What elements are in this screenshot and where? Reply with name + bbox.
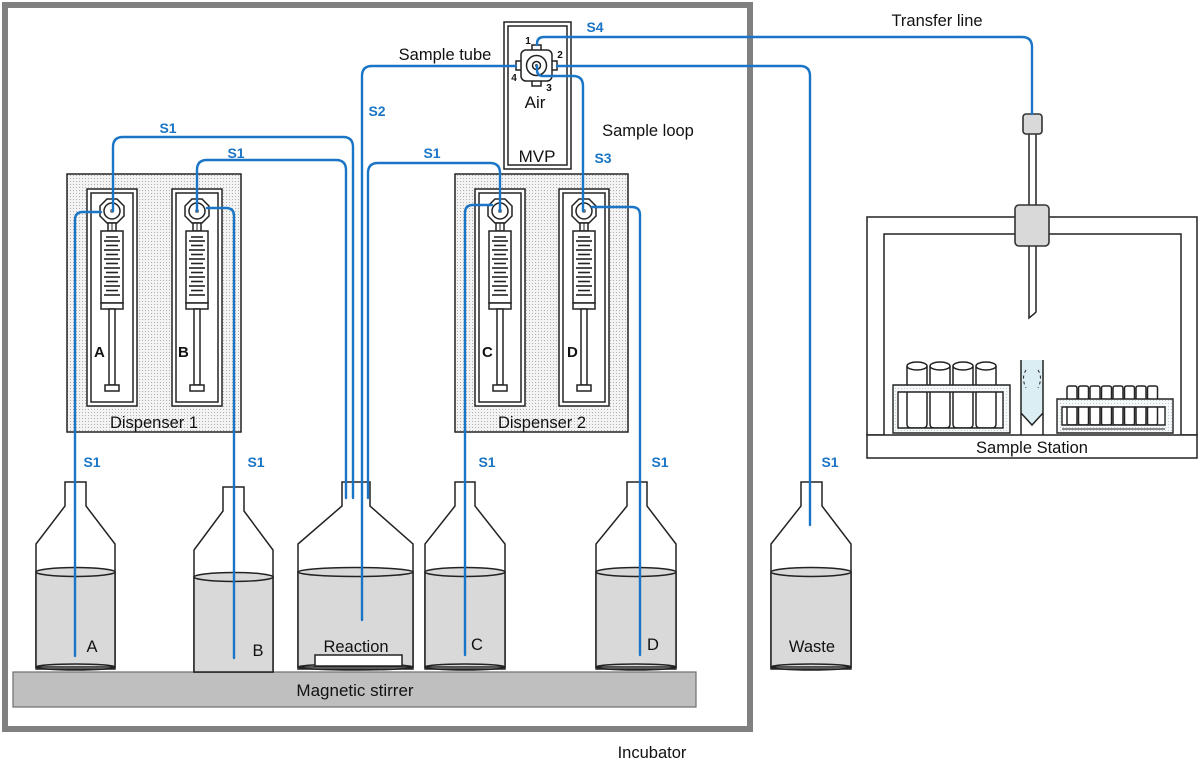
tube-s1-waste[interactable] [555,64,812,527]
mvp-air-label: Air [525,93,546,112]
reaction-bottle-label: Reaction [323,638,388,656]
syringe-c-label: C [482,344,493,361]
syringe-b[interactable] [171,188,223,407]
s1-label-bottle-b: S1 [247,454,264,470]
syringe-b-label: B [178,344,189,361]
transfer-line-annotation: Transfer line [891,12,982,30]
syringe-a-label: A [94,344,105,361]
dispenser-1: A B Dispenser 1 [66,173,242,433]
s4-label: S4 [586,19,603,35]
bottle-c-label: C [471,636,483,654]
s1-label-waste: S1 [821,454,838,470]
dispenser-2-label: Dispenser 2 [498,414,586,432]
mvp-port-1-number: 1 [525,36,531,47]
tube-s1-b-to-reaction[interactable] [195,158,348,500]
s1-label-b-top: S1 [227,145,244,161]
waste-bottle[interactable]: Waste [770,481,852,671]
tube-s1-c-to-bottle[interactable] [463,203,494,657]
s1-label-c-top: S1 [423,145,440,161]
s1-label-bottle-d: S1 [651,454,668,470]
incubator-frame [2,2,753,732]
probe-connector [1022,113,1043,135]
dispenser-2: C D Dispenser 2 [454,173,629,433]
mvp-label: MVP [519,147,556,166]
tube-s2-sample-tube[interactable] [360,64,518,622]
s3-label: S3 [594,150,611,166]
sample-station-label: Sample Station [976,439,1088,457]
tube-s1-a-to-reaction[interactable] [111,135,355,500]
sample-station-base [866,434,1198,459]
tube-s1-c-to-reaction[interactable] [366,161,502,500]
tube-s1-a-to-bottle[interactable] [73,210,103,658]
syringe-c[interactable] [474,188,526,407]
syringe-d-label: D [567,344,578,361]
tube-s1-b-to-bottle[interactable] [205,206,236,660]
tubing [73,35,1034,660]
tube-rack-large[interactable] [892,361,1011,434]
mvp-port-4-number: 4 [511,73,517,84]
magnetic-stirrer [12,671,697,708]
conical-tube[interactable] [1020,360,1044,435]
sample-tube-annotation: Sample tube [399,46,492,64]
tube-s1-d-to-bottle[interactable] [590,205,642,657]
sample-station: Sample Station [866,113,1198,459]
reaction-bottle[interactable]: Reaction [297,481,414,671]
tube-s4-transfer-line[interactable] [535,35,1034,116]
incubator-label: Incubator [618,744,687,762]
probe-carriage[interactable] [1014,204,1050,247]
s1-label-a-top: S1 [159,120,176,136]
s2-label: S2 [368,103,385,119]
bottle-d[interactable]: D [595,481,677,671]
syringe-d[interactable] [558,188,610,407]
s1-label-bottle-c: S1 [478,454,495,470]
mvp-valve-unit: 1 2 3 4 Air MVP [503,21,572,170]
syringe-a[interactable] [86,188,138,407]
bottle-d-label: D [647,636,659,654]
bottle-a-label: A [86,638,97,656]
s1-label-bottle-a: S1 [83,454,100,470]
mvp-port-3-number: 3 [546,83,552,94]
tube-s3-sample-loop[interactable] [535,64,585,213]
sample-loop-annotation: Sample loop [602,122,694,140]
stir-bar [314,654,403,667]
waste-bottle-label: Waste [789,638,835,656]
bottle-b-label: B [252,642,263,660]
vial-rack-small[interactable] [1056,385,1174,434]
dispenser-1-label: Dispenser 1 [110,414,198,432]
magnetic-stirrer-label: Magnetic stirrer [296,681,413,700]
mvp-port-2-number: 2 [557,50,563,61]
autosampler-probe[interactable] [1014,113,1050,320]
